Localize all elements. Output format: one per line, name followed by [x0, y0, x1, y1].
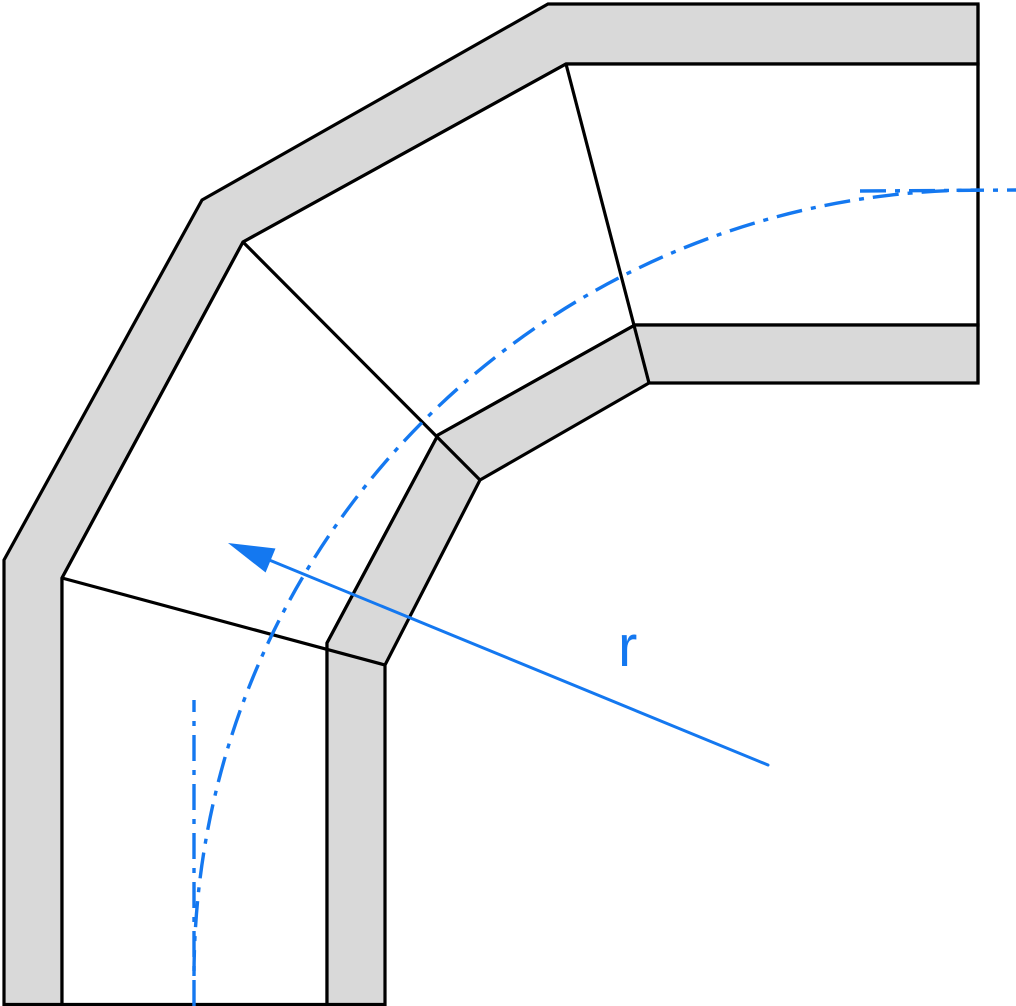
miter-joint-1	[61, 576, 386, 667]
radius-arrowhead	[228, 543, 276, 573]
centerline-arc	[192, 188, 981, 977]
miter-joint-2	[241, 240, 482, 482]
radius-leader-line	[263, 556, 770, 767]
bend-centerline	[192, 188, 1016, 1006]
miter-joint-3	[564, 63, 651, 384]
radius-label: r	[618, 614, 637, 679]
radius-dimension	[228, 543, 770, 767]
miter-seams	[61, 63, 651, 667]
